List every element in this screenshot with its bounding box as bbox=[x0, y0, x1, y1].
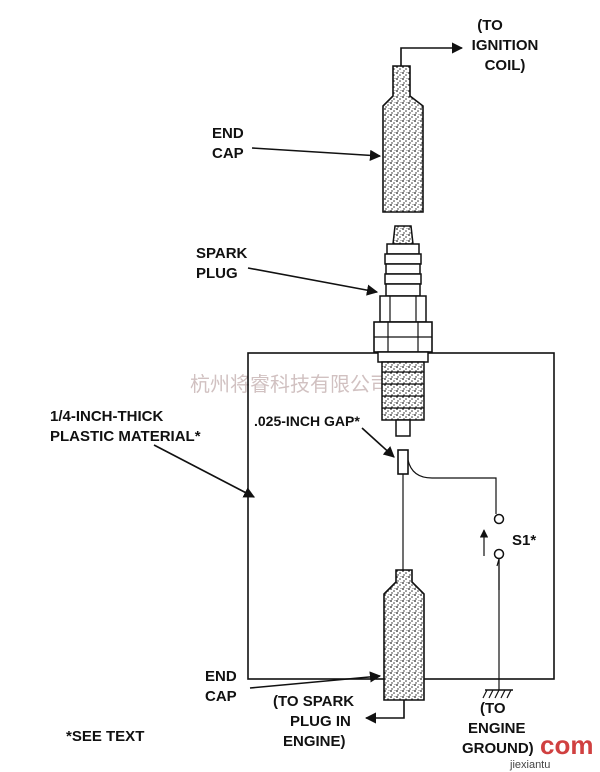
spark-plug-leader bbox=[247, 267, 379, 296]
switch-contact-top bbox=[493, 513, 505, 525]
ground-symbol bbox=[482, 689, 513, 699]
end-cap-top-leader bbox=[251, 147, 382, 161]
to-plug-label-3: ENGINE) bbox=[283, 733, 346, 750]
plastic-label-2: PLASTIC MATERIAL* bbox=[50, 428, 201, 445]
plug-lead-arrow bbox=[364, 700, 405, 724]
bottom-end-cap bbox=[383, 569, 425, 701]
to-plug-label-1: (TO SPARK bbox=[273, 693, 354, 710]
watermark-chinese: 杭州将睿科技有限公司 bbox=[190, 372, 390, 396]
to-ground-label-3: GROUND) bbox=[462, 740, 534, 757]
watermark-site: jiexiantu bbox=[509, 759, 550, 771]
spark-plug-label-2: PLUG bbox=[196, 265, 238, 282]
end-cap-top-label-2: CAP bbox=[212, 145, 244, 162]
end-cap-bottom-label-1: END bbox=[205, 668, 237, 685]
to-plug-label-2: PLUG IN bbox=[290, 713, 351, 730]
switch-wire bbox=[407, 459, 497, 514]
switch-label: S1* bbox=[512, 532, 536, 549]
to-ignition-label-1: (TO bbox=[477, 17, 503, 34]
end-cap-bottom-label-2: CAP bbox=[205, 688, 237, 705]
plastic-label-1: 1/4-INCH-THICK bbox=[50, 408, 164, 425]
see-text-note: *SEE TEXT bbox=[66, 728, 144, 745]
end-cap-top-label-1: END bbox=[212, 125, 244, 142]
ignition-lead-arrow bbox=[400, 42, 464, 66]
to-ignition-label-3: COIL) bbox=[485, 57, 526, 74]
spark-plug bbox=[373, 225, 433, 437]
gap-leader bbox=[361, 427, 395, 458]
plastic-leader bbox=[153, 444, 255, 498]
to-ignition-label-2: IGNITION bbox=[472, 37, 539, 54]
watermark-logo: com bbox=[540, 730, 593, 760]
switch-contact-bottom bbox=[493, 548, 505, 560]
end-cap-bottom-leader bbox=[249, 671, 382, 689]
to-ground-label-1: (TO bbox=[480, 700, 506, 717]
gap-electrode bbox=[397, 449, 409, 475]
spark-plug-label-1: SPARK bbox=[196, 245, 248, 262]
top-end-cap bbox=[382, 65, 424, 213]
to-ground-label-2: ENGINE bbox=[468, 720, 526, 737]
gap-label: .025-INCH GAP* bbox=[254, 413, 360, 429]
